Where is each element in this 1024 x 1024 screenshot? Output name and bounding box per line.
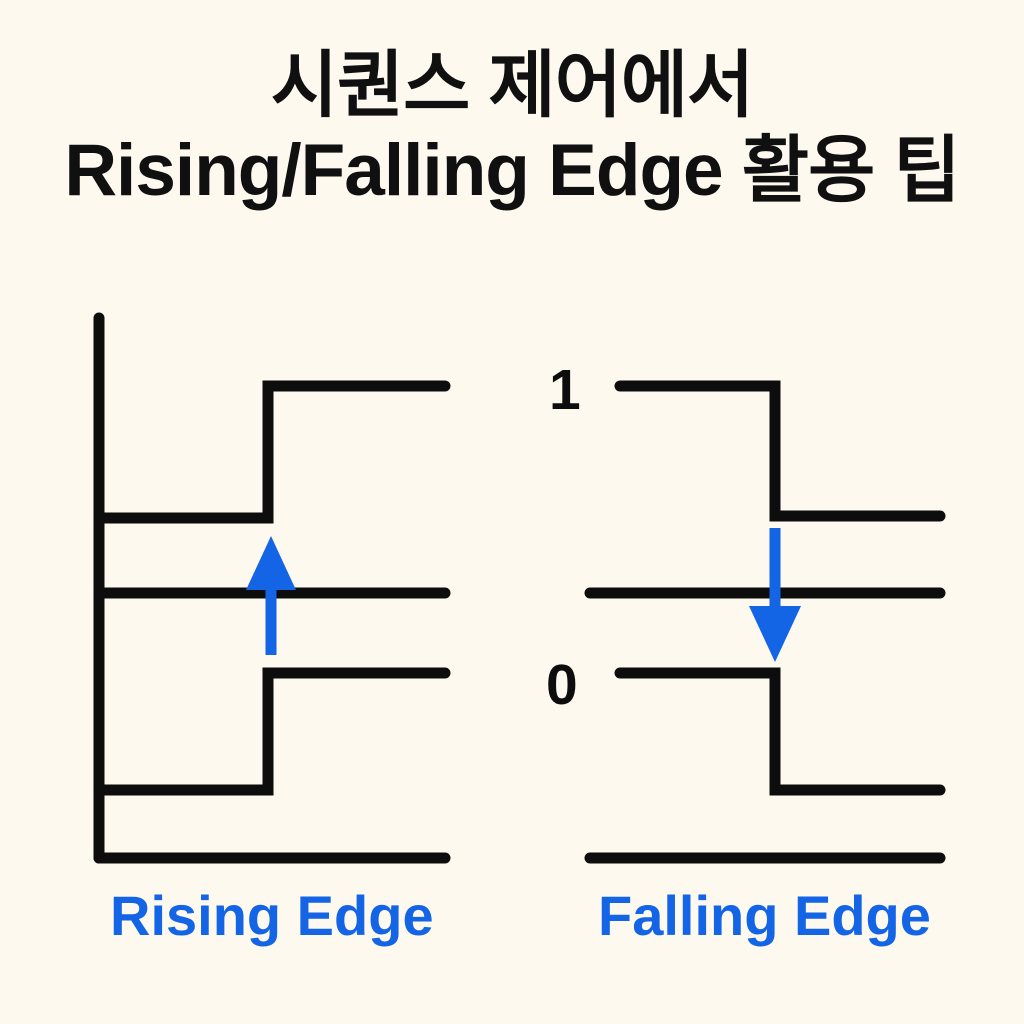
upper-falling-waveform [614, 380, 946, 522]
page-title: 시퀀스 제어에서 Rising/Falling Edge 활용 팁 [0, 44, 1024, 213]
caption-rising-edge: Rising Edge [110, 884, 434, 947]
upper-rising-waveform [93, 380, 451, 524]
up-arrow-icon [246, 536, 296, 655]
title-line-1: 시퀀스 제어에서 [270, 45, 754, 126]
lower-falling-waveform [614, 667, 946, 796]
axis-label-low: 0 [546, 653, 578, 717]
title-line-2: Rising/Falling Edge 활용 팁 [64, 129, 960, 211]
caption-falling-edge: Falling Edge [598, 884, 931, 947]
axis-label-high: 1 [549, 358, 581, 422]
down-arrow-icon [749, 528, 801, 662]
lower-rising-waveform [93, 667, 451, 796]
